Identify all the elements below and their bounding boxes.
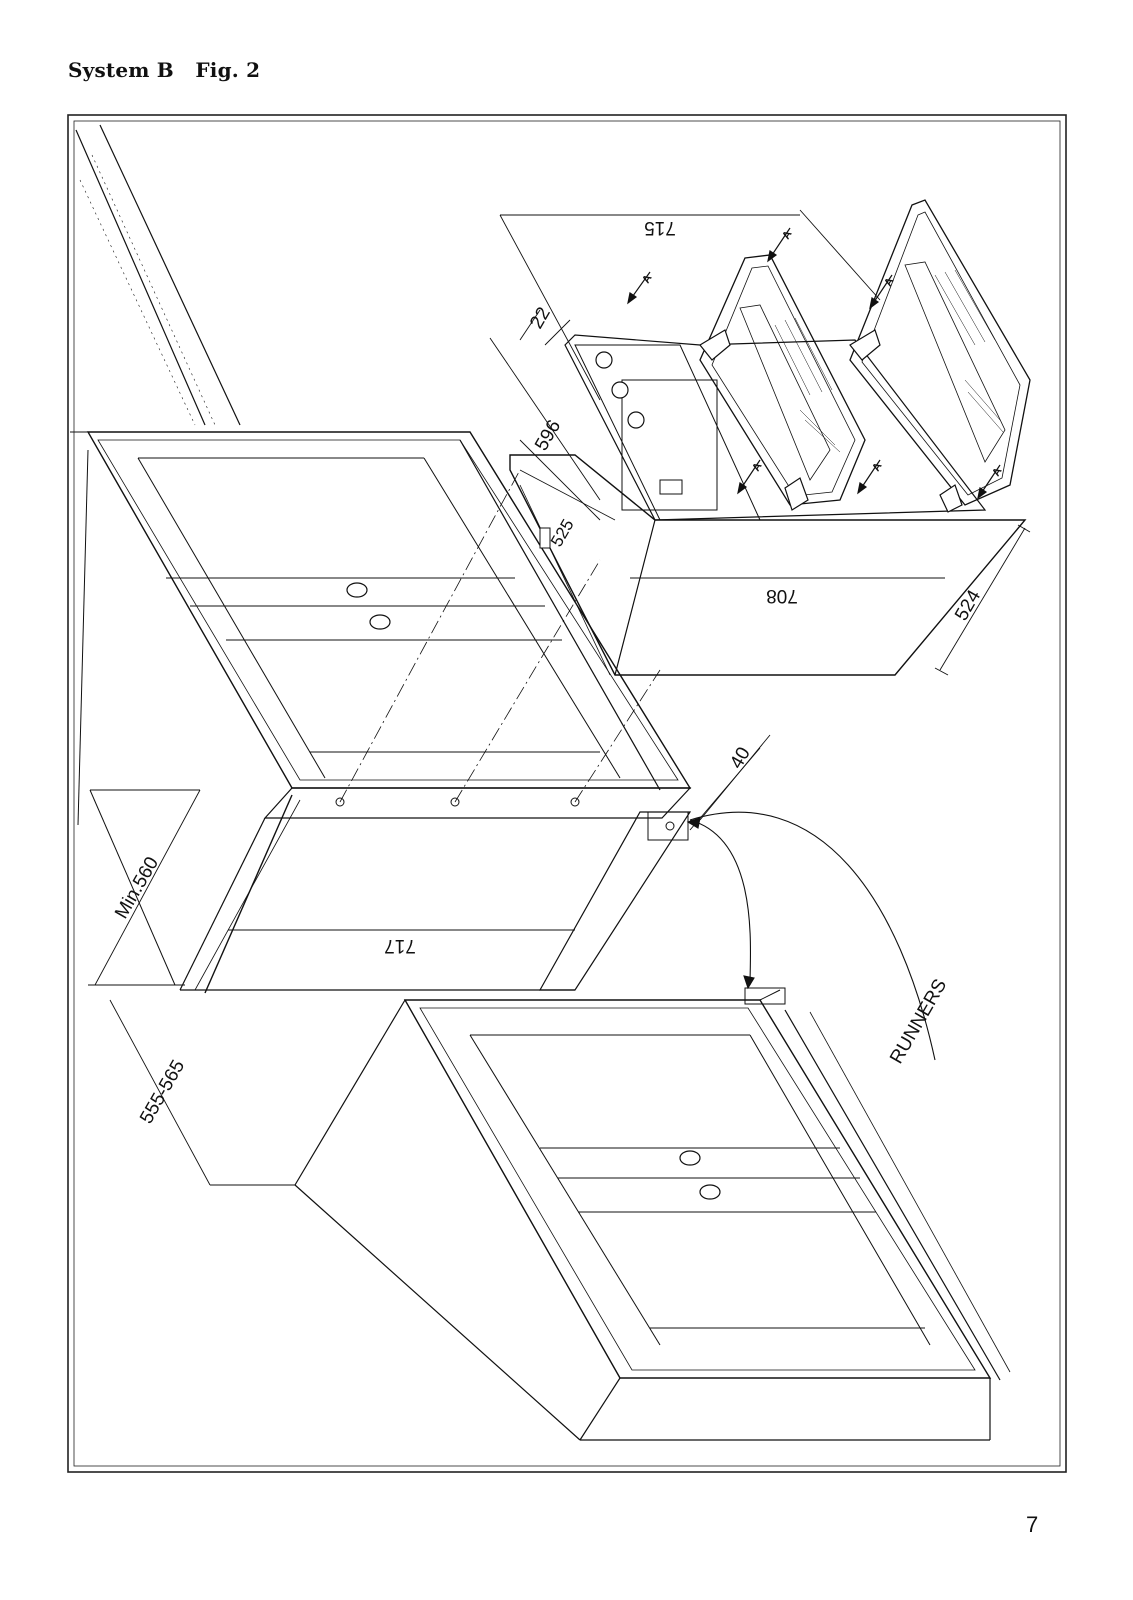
dimension-min-560: Min.560 <box>111 853 163 922</box>
dimension-596: 596 <box>531 417 565 455</box>
upper-cabinet-knobs <box>346 582 391 630</box>
wall-strip <box>75 124 241 426</box>
direction-arrows <box>627 227 1001 500</box>
door-hinges <box>699 329 963 513</box>
direction-arrow-labels: A A A A A A <box>640 229 1004 479</box>
dimension-715: 715 <box>644 217 676 238</box>
dimension-525: 525 <box>547 516 578 550</box>
dimension-40: 40 <box>726 744 755 773</box>
runners-arc <box>686 811 936 1061</box>
alignment-lines <box>339 469 661 803</box>
dimension-717: 717 <box>384 935 416 956</box>
appliance-upper-door <box>699 254 866 506</box>
page-heading: System B Fig. 2 <box>68 58 261 82</box>
runners-label: RUNNERS <box>886 976 951 1068</box>
page-number: 7 <box>1026 1512 1039 1537</box>
appliance-lower-door <box>849 199 1031 506</box>
dimension-524: 524 <box>951 586 985 624</box>
appliance-opening <box>89 787 692 994</box>
dimension-708: 708 <box>766 585 798 606</box>
mounting-holes <box>335 797 675 831</box>
lower-cabinet <box>294 987 1011 1441</box>
figure-border <box>67 114 1067 1473</box>
dimension-lines <box>88 209 1031 1186</box>
lower-cabinet-knobs <box>679 1150 721 1200</box>
dimension-555-565: 555-565 <box>136 1057 189 1128</box>
appliance-control-knobs <box>539 351 683 549</box>
dimension-texts: 715 22 596 525 708 524 40 Min.560 717 55… <box>111 217 985 1128</box>
